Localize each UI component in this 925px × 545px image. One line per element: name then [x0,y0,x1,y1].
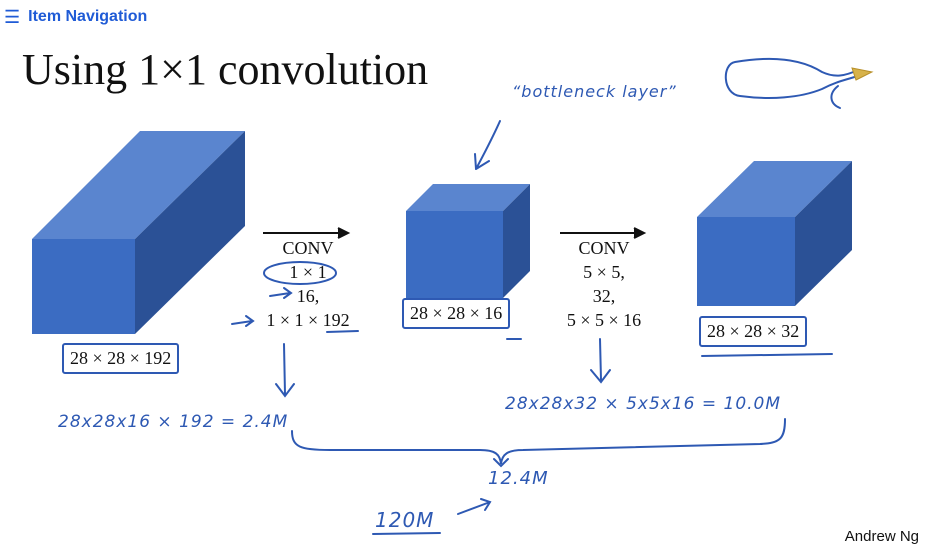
item-navigation-bar[interactable]: ☰ Item Navigation [0,0,925,34]
menu-icon[interactable]: ☰ [4,7,21,27]
conv1-type: CONV [282,238,334,258]
pointer-arrow-192 [231,315,255,327]
down-arrow-cost1 [275,343,295,398]
middle-dims-label: 28 × 28 × 16 [402,298,511,329]
previous-cost-annotation: 120M [375,508,435,532]
cost2-annotation: 28x28x32 × 5x5x16 = 10.0M [505,394,782,414]
input-volume-cube [32,131,245,334]
conv2-filter-count: 32, [592,286,616,306]
input-dims-label: 28 × 28 × 192 [62,343,180,374]
bottleneck-arrow [474,120,501,170]
author-credit: Andrew Ng [844,528,919,545]
conv2-type: CONV [578,238,630,258]
pen-tip-icon [851,67,874,81]
slide: Using 1×1 convolution [0,34,925,545]
bottleneck-annotation: “bottleneck layer” [512,82,677,101]
conv1-arrow [263,227,351,239]
conv1-filter-count: 16, [296,286,320,306]
output-volume-cube [697,161,852,306]
pen-doodle [724,57,859,99]
highlight-ellipse [263,261,337,285]
pointer-arrow-16 [269,287,293,299]
bottleneck-volume-cube [406,184,530,298]
sum-bracket [291,418,786,465]
down-arrow-cost2 [590,338,611,384]
item-navigation-title[interactable]: Item Navigation [28,8,148,25]
conv2-filter-shape: 5 × 5 × 16 [566,310,642,330]
comparison-arrow [457,498,492,515]
output-dims-label: 28 × 28 × 32 [699,316,808,347]
conv2-filter-size: 5 × 5, [583,262,625,282]
conv1-filter-shape: 1 × 1 × 192 [266,310,350,330]
conv2-spec: CONV 5 × 5, 32, 5 × 5 × 16 [548,236,660,332]
diagram-graphics [32,57,874,535]
conv1-spec: CONV 1 × 1 16, 1 × 1 × 192 [250,236,366,332]
slide-title: Using 1×1 convolution [22,45,429,94]
total-cost-annotation: 12.4M [488,468,549,489]
conv1-filter-size: 1 × 1 [289,262,327,282]
cost1-annotation: 28x28x16 × 192 = 2.4M [58,412,289,432]
conv2-arrow [560,227,647,239]
